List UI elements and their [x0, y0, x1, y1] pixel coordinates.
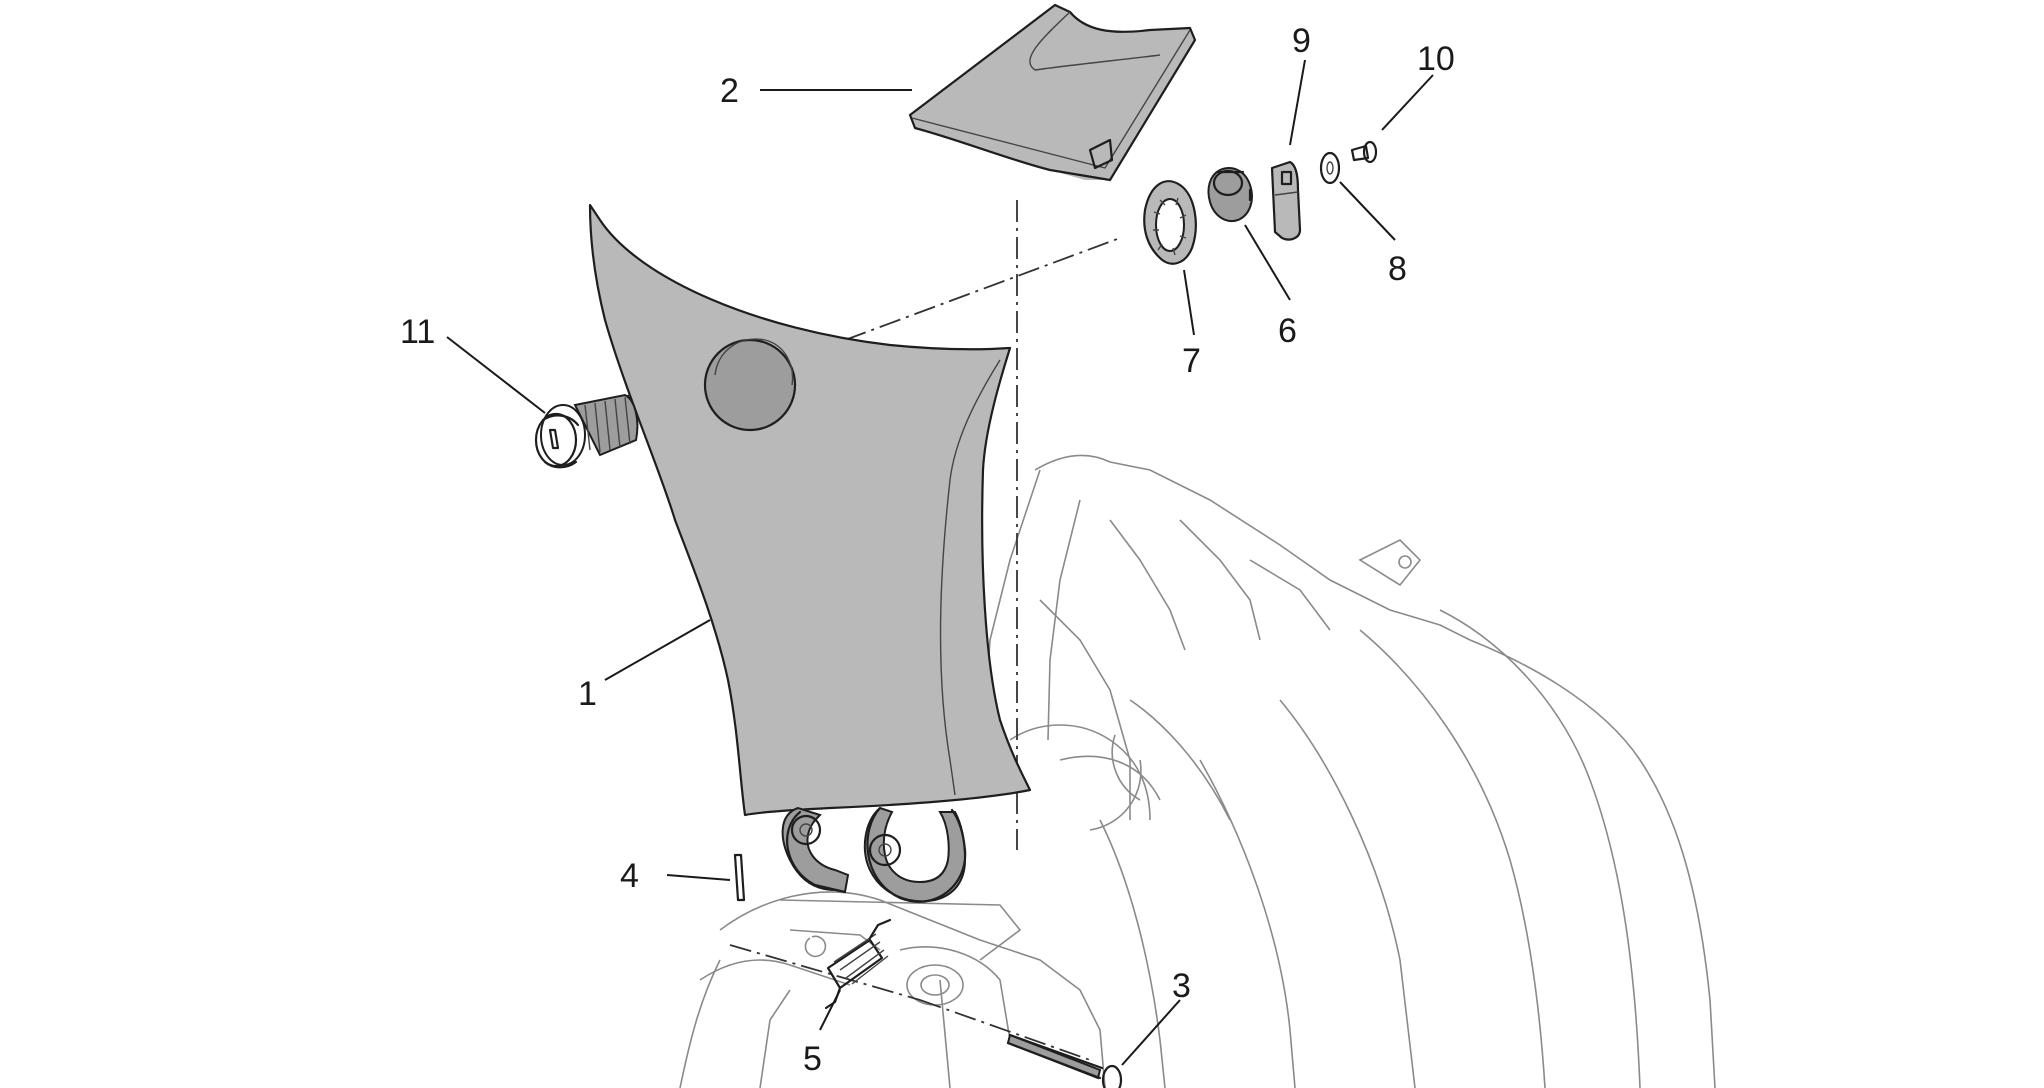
part-7-lock-washer [1143, 180, 1197, 265]
callout-9: 9 [1292, 22, 1311, 60]
callout-2: 2 [720, 72, 739, 110]
callout-11: 11 [400, 313, 435, 351]
leader-9 [1289, 59, 1306, 146]
callout-3: 3 [1172, 967, 1191, 1005]
part-6-nut [1207, 167, 1253, 222]
part-4-small-pin [733, 853, 746, 902]
leader-11 [446, 336, 546, 414]
part-9-latch [1270, 160, 1302, 241]
leader-lines [446, 59, 1434, 1066]
callout-4: 4 [620, 857, 639, 895]
leader-8 [1339, 181, 1396, 241]
part-8-washer [1319, 151, 1341, 185]
leader-7 [1183, 269, 1195, 336]
callout-7: 7 [1182, 342, 1201, 380]
leader-3 [1121, 999, 1181, 1066]
leader-4 [666, 874, 731, 881]
leader-5 [819, 989, 841, 1031]
callout-8: 8 [1388, 250, 1407, 288]
leader-1 [604, 619, 711, 681]
callout-5: 5 [803, 1040, 822, 1078]
callout-1: 1 [578, 675, 597, 713]
callout-10: 10 [1417, 40, 1455, 78]
part-11-lock-barrel [534, 393, 639, 469]
callout-6: 6 [1278, 312, 1297, 350]
scooter-frame-outline [679, 454, 1716, 1088]
callout-labels: 2 9 10 8 6 7 11 1 4 5 3 [400, 22, 1455, 1078]
leader-10 [1381, 74, 1434, 131]
part-2-lid [908, 3, 1197, 182]
part-1-cover-panel [588, 203, 1032, 903]
part-10-screw [1350, 140, 1378, 164]
leader-6 [1244, 224, 1291, 301]
part-3-pin [1006, 1033, 1123, 1088]
